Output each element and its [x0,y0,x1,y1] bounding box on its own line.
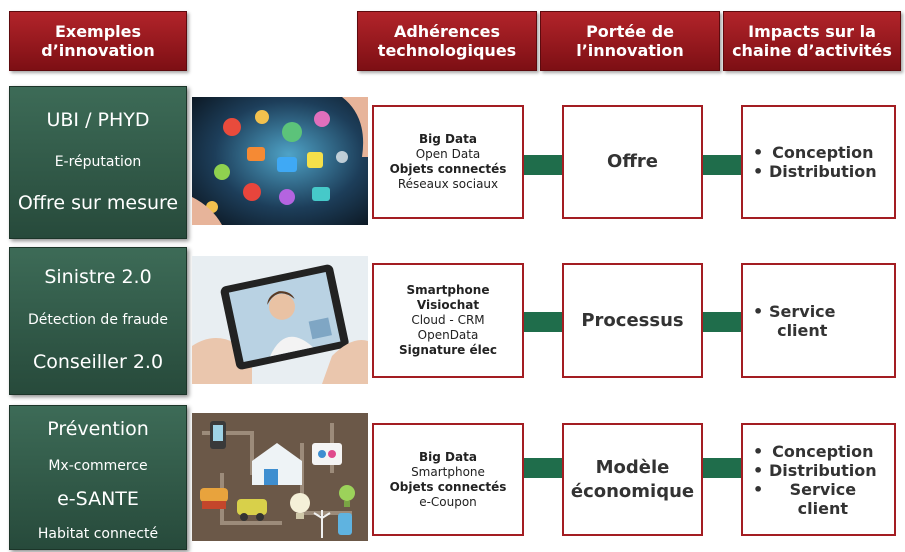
impact-item: Distribution [753,461,877,480]
connector [703,155,741,175]
tech-item: Réseaux sociaux [397,177,499,191]
header-scope: Portée de l’innovation [540,11,720,71]
example-item: UBI / PHYD [46,109,150,131]
tech-item: Objets connectés [389,479,507,494]
impact-item: Service [753,302,836,321]
scope-box-2: Processus [562,263,703,378]
header-examples: Exemples d’innovation [9,11,187,71]
tech-item: Objets connectés [389,162,507,176]
tech-box-1: Big Data Open Data Objets connectés Rése… [372,105,524,219]
tech-box-2: Smartphone Visiochat Cloud - CRM OpenDat… [372,263,524,378]
tech-item: Big Data [419,132,477,146]
scope-box-1: Offre [562,105,703,219]
connector [524,312,562,332]
example-item: Prévention [47,418,149,440]
example-item: Détection de fraude [27,312,169,328]
impact-item: Conception [753,442,877,461]
scope-box-3: Modèle économique [562,423,703,536]
tech-item: Cloud - CRM [411,313,485,327]
impact-item: client [777,320,828,340]
header-tech: Adhérences technologiques [357,11,537,71]
impact-item: Conception [753,143,877,162]
impact-item: Service [753,480,877,499]
header-impacts: Impacts sur la chaine d’activités [723,11,901,71]
apps-cloud-image [192,97,368,225]
tech-item: Smartphone [406,283,490,297]
connector [703,458,741,478]
examples-panel-2: Sinistre 2.0 Détection de fraude Conseil… [9,247,187,395]
examples-panel-3: Prévention Mx-commerce e-SANTE Habitat c… [9,405,187,550]
tech-item: Signature élec [398,343,497,357]
example-item: e-SANTE [57,488,139,510]
tech-item: Big Data [419,449,477,464]
connector [524,155,562,175]
tech-item: OpenData [417,328,479,342]
impact-box-2: Service client [741,263,896,378]
connector [703,312,741,332]
tech-item: Smartphone [411,464,485,479]
tech-item: e-Coupon [419,494,477,509]
tech-box-3: Big Data Smartphone Objets connectés e-C… [372,423,524,536]
connector [524,458,562,478]
example-item: Habitat connecté [37,526,159,542]
example-item: E-réputation [54,154,142,170]
impact-box-3: Conception Distribution Service client [741,423,896,536]
impact-item: Distribution [753,162,877,181]
tech-item: Open Data [415,147,481,161]
example-item: Sinistre 2.0 [44,266,152,288]
connected-home-image [192,413,368,541]
examples-panel-1: UBI / PHYD E-réputation Offre sur mesure [9,86,187,239]
impact-item: client [797,498,848,518]
tech-item: Visiochat [416,298,480,312]
tablet-video-call-image [192,256,368,384]
example-item: Offre sur mesure [17,192,179,214]
example-item: Conseiller 2.0 [32,351,164,373]
example-item: Mx-commerce [48,458,148,474]
impact-box-1: Conception Distribution [741,105,896,219]
